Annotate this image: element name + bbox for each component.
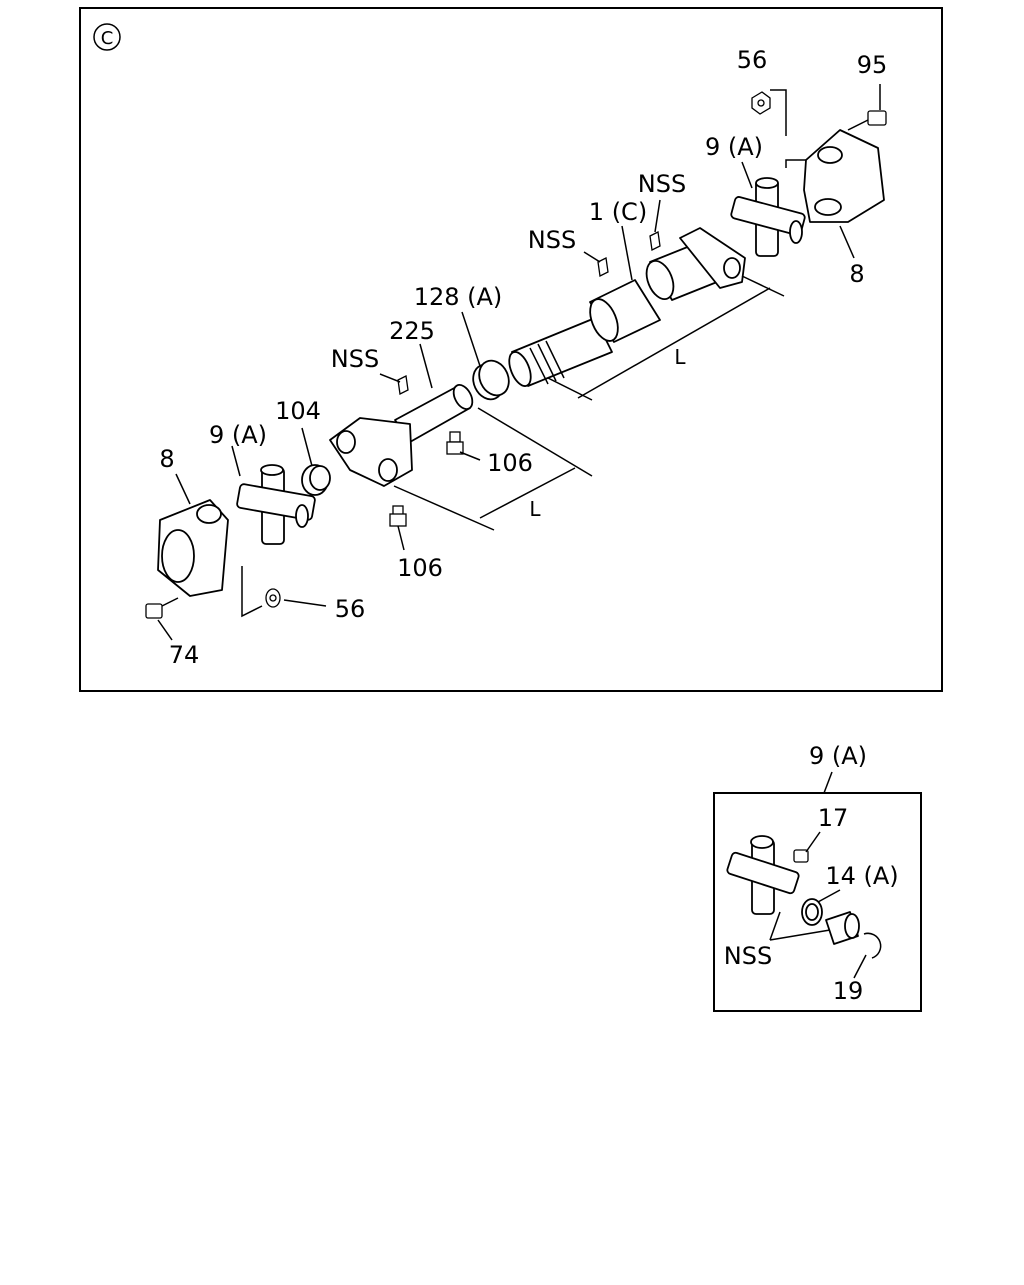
label-8-left: 8 xyxy=(159,445,174,473)
nut-56-bottom xyxy=(265,588,281,608)
nss-clip-2 xyxy=(597,257,609,277)
detail-frame xyxy=(713,792,922,1012)
detail-bearing-cup xyxy=(825,911,860,945)
label-106-right: 106 xyxy=(487,449,533,477)
label-nss-2: NSS xyxy=(528,226,576,254)
propeller-shaft-1c xyxy=(508,227,746,387)
universal-joint-spider-right xyxy=(730,177,806,257)
bearing-104 xyxy=(301,464,331,496)
label-nss-3: NSS xyxy=(331,345,379,373)
leader-lines xyxy=(157,84,881,641)
grease-fitting-106-bottom xyxy=(389,505,407,527)
dimension-label-lower: L xyxy=(529,497,541,521)
label-128a: 128 (A) xyxy=(414,283,503,311)
detail-leader-lines xyxy=(769,831,867,979)
detail-title-leader xyxy=(823,771,833,794)
detail-spider xyxy=(726,835,800,915)
flange-yoke-left xyxy=(157,499,229,597)
flange-yoke-right xyxy=(803,129,885,223)
label-9a-top: 9 (A) xyxy=(705,133,763,161)
bolt-95 xyxy=(847,110,887,131)
grease-fitting-106-right xyxy=(446,431,464,455)
seal-128a xyxy=(472,359,510,401)
slip-yoke-225 xyxy=(329,384,474,487)
detail-seal-14a xyxy=(801,898,823,926)
main-diagram-frame xyxy=(79,7,943,692)
label-95: 95 xyxy=(857,51,888,79)
label-nss-1: NSS xyxy=(638,170,686,198)
detail-snap-ring-19 xyxy=(863,932,882,959)
detail-label-nss: NSS xyxy=(724,942,772,970)
section-mark: C xyxy=(93,23,121,51)
detail-label-14a: 14 (A) xyxy=(825,862,898,890)
label-106-bottom: 106 xyxy=(397,554,443,582)
label-1c: 1 (C) xyxy=(589,198,647,226)
bolt-74 xyxy=(145,597,179,619)
label-9a-left: 9 (A) xyxy=(209,421,267,449)
label-56-top: 56 xyxy=(737,46,768,74)
detail-fitting-17 xyxy=(793,849,809,863)
label-225: 225 xyxy=(389,317,435,345)
label-56-bottom: 56 xyxy=(335,595,366,623)
detail-label-17: 17 xyxy=(818,804,849,832)
label-104: 104 xyxy=(275,397,321,425)
dimension-lines xyxy=(393,275,785,531)
detail-label-19: 19 xyxy=(833,977,864,1005)
universal-joint-spider-left xyxy=(236,464,316,545)
svg-text:C: C xyxy=(101,28,114,49)
detail-title: 9 (A) xyxy=(809,742,867,770)
nss-clip-1 xyxy=(649,231,661,251)
nut-56-top xyxy=(751,91,771,115)
nss-clip-3 xyxy=(397,375,409,395)
dimension-label-upper: L xyxy=(674,345,686,369)
label-8-right: 8 xyxy=(849,260,864,288)
label-74: 74 xyxy=(169,641,200,669)
